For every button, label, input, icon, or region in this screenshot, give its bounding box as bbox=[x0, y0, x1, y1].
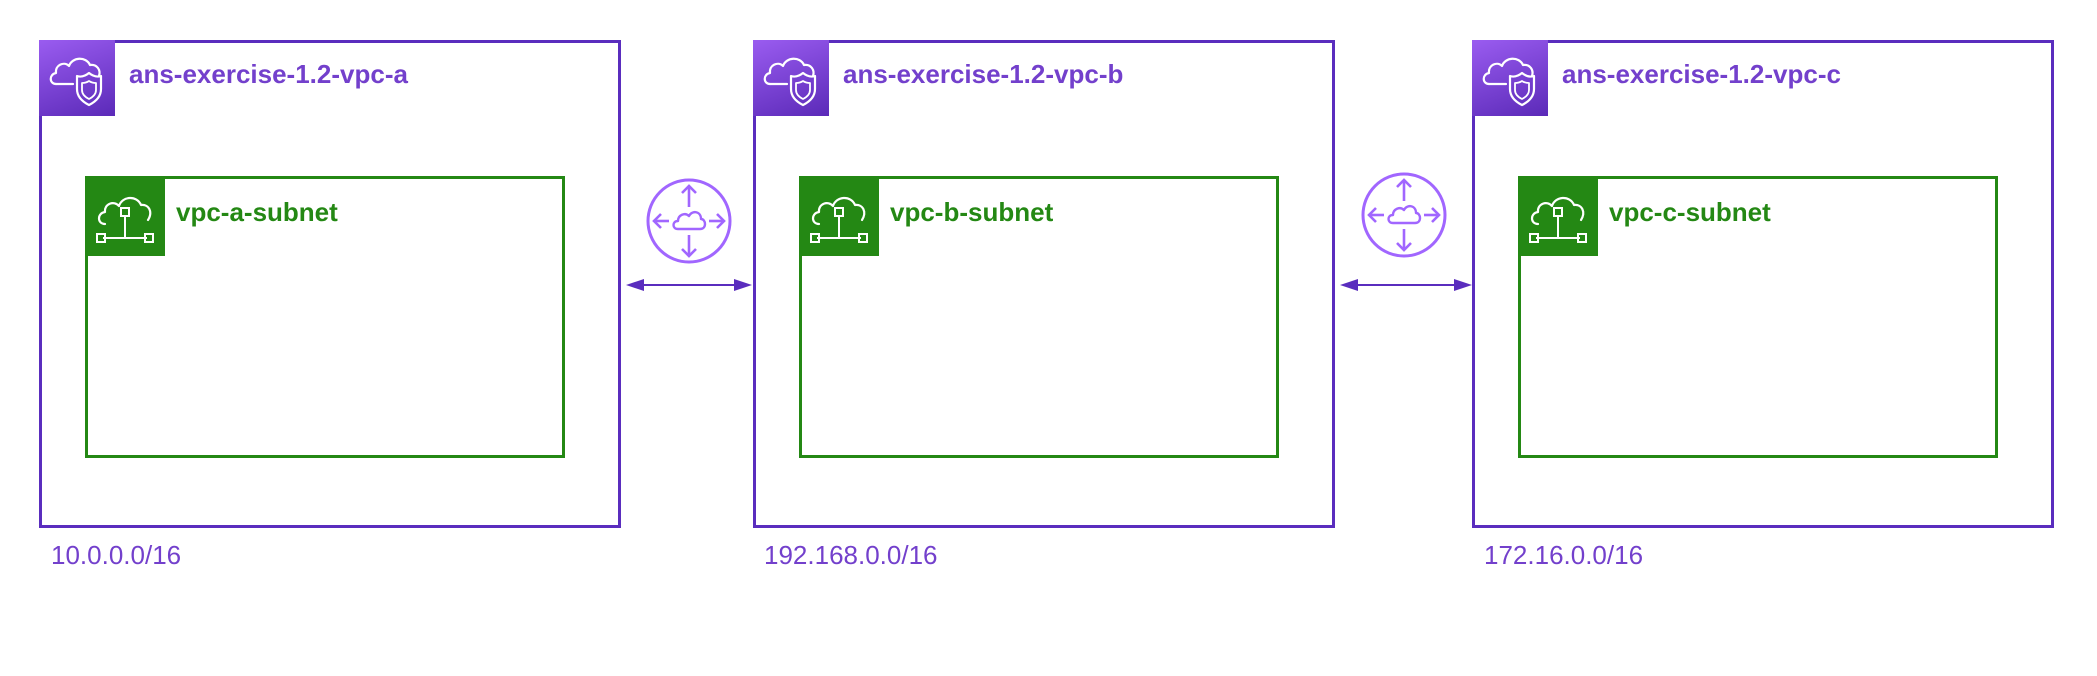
subnet-cloud-network-icon bbox=[1518, 176, 1598, 256]
router-icon bbox=[645, 177, 733, 265]
subnet-group: vpc-b-subnet bbox=[799, 176, 1279, 458]
vpc-cidr-label: 10.0.0.0/16 bbox=[51, 540, 182, 570]
subnet-group: vpc-c-subnet bbox=[1518, 176, 1998, 458]
vpc-cidr-label: 192.168.0.0/16 bbox=[764, 540, 938, 570]
vpc-title: ans-exercise-1.2-vpc-c bbox=[1562, 59, 1841, 89]
subnet-group: vpc-a-subnet bbox=[85, 176, 565, 458]
vpc-c-group: ans-exercise-1.2-vpc-c vpc-c-subnet bbox=[1472, 40, 2054, 528]
vpc-cloud-shield-icon bbox=[1472, 40, 1548, 116]
vpc-title: ans-exercise-1.2-vpc-b bbox=[843, 59, 1124, 89]
vpc-title: ans-exercise-1.2-vpc-a bbox=[129, 59, 408, 89]
subnet-title: vpc-a-subnet bbox=[176, 197, 338, 227]
vpc-cloud-shield-icon bbox=[753, 40, 829, 116]
router-icon bbox=[1360, 171, 1448, 259]
vpc-a-group: ans-exercise-1.2-vpc-a vpc-a-subnet bbox=[39, 40, 621, 528]
vpc-cloud-shield-icon bbox=[39, 40, 115, 116]
peering-arrow-a-b bbox=[626, 279, 752, 291]
peering-arrow-b-c bbox=[1340, 279, 1472, 291]
vpc-b-group: ans-exercise-1.2-vpc-b vpc-b-subnet bbox=[753, 40, 1335, 528]
subnet-title: vpc-c-subnet bbox=[1609, 197, 1771, 227]
subnet-title: vpc-b-subnet bbox=[890, 197, 1054, 227]
subnet-cloud-network-icon bbox=[799, 176, 879, 256]
vpc-cidr-label: 172.16.0.0/16 bbox=[1484, 540, 1644, 570]
subnet-cloud-network-icon bbox=[85, 176, 165, 256]
